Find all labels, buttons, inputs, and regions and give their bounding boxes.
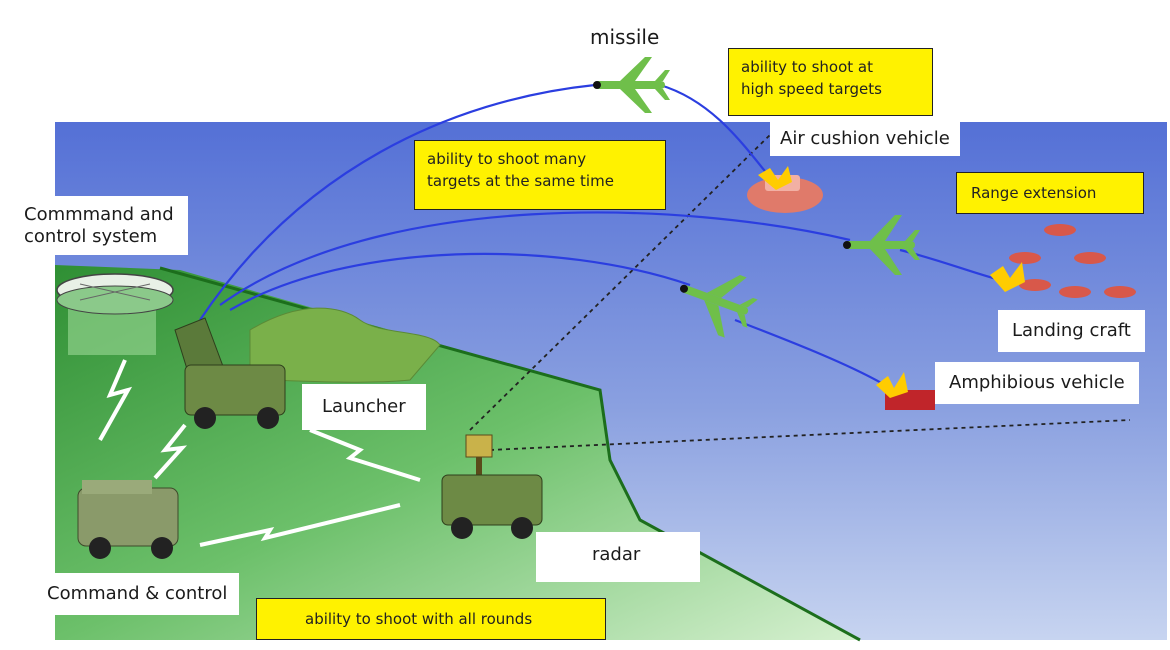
launcher-label: Launcher	[302, 384, 426, 430]
trajectory-to-amphibious	[229, 252, 691, 311]
comm-link-bolt	[153, 423, 188, 480]
callout-many-targets: ability to shoot many targets at the sam…	[414, 140, 666, 210]
radar-vehicle-icon	[441, 434, 543, 539]
callout-high-speed-targets: ability to shoot at high speed targets	[728, 48, 933, 116]
callout-all-rounds: ability to shoot with all rounds	[256, 598, 606, 640]
command-control-system-label: Commmand and control system	[10, 196, 188, 256]
command-control-system-label-line1: Commmand and	[24, 204, 174, 225]
callout-high-speed-line2: high speed targets	[741, 79, 882, 98]
trajectory-to-air-cushion	[659, 83, 769, 176]
trajectory-to-missile	[199, 83, 596, 321]
callout-range-extension: Range extension	[956, 172, 1144, 214]
hill	[249, 307, 441, 383]
trajectory-to-landing	[219, 211, 851, 306]
missile-label: missile	[590, 25, 660, 49]
landing-craft-icon	[990, 224, 1136, 298]
callout-many-targets-line1: ability to shoot many	[427, 150, 587, 168]
landing-craft-label: Landing craft	[998, 310, 1145, 352]
comm-link-bolt	[309, 428, 421, 482]
callout-many-targets-line2: targets at the same time	[427, 171, 614, 190]
coastline	[159, 266, 861, 642]
radar-label: radar	[536, 532, 701, 582]
radar-beam-sea	[489, 419, 1131, 451]
amphibious-vehicle-icon	[876, 372, 935, 410]
launcher-vehicle-icon	[174, 317, 286, 429]
amphibious-vehicle-label: Amphibious vehicle	[935, 362, 1139, 404]
command-control-vehicle-icon	[77, 480, 179, 559]
missile-icon	[593, 57, 670, 113]
missile-icon	[843, 215, 920, 275]
comm-link-bolt	[98, 359, 133, 441]
command-control-system-icon	[56, 273, 174, 355]
command-control-label: Command & control	[35, 573, 240, 615]
missile-icon	[679, 275, 758, 338]
air-cushion-vehicle-icon	[747, 166, 823, 213]
air-cushion-vehicle-label: Air cushion vehicle	[770, 122, 960, 156]
callout-high-speed-line1: ability to shoot at	[741, 58, 873, 76]
command-control-system-label-line2: control system	[24, 225, 158, 247]
comm-link-bolt	[199, 503, 401, 547]
trajectory-amphibious-final	[734, 318, 886, 386]
